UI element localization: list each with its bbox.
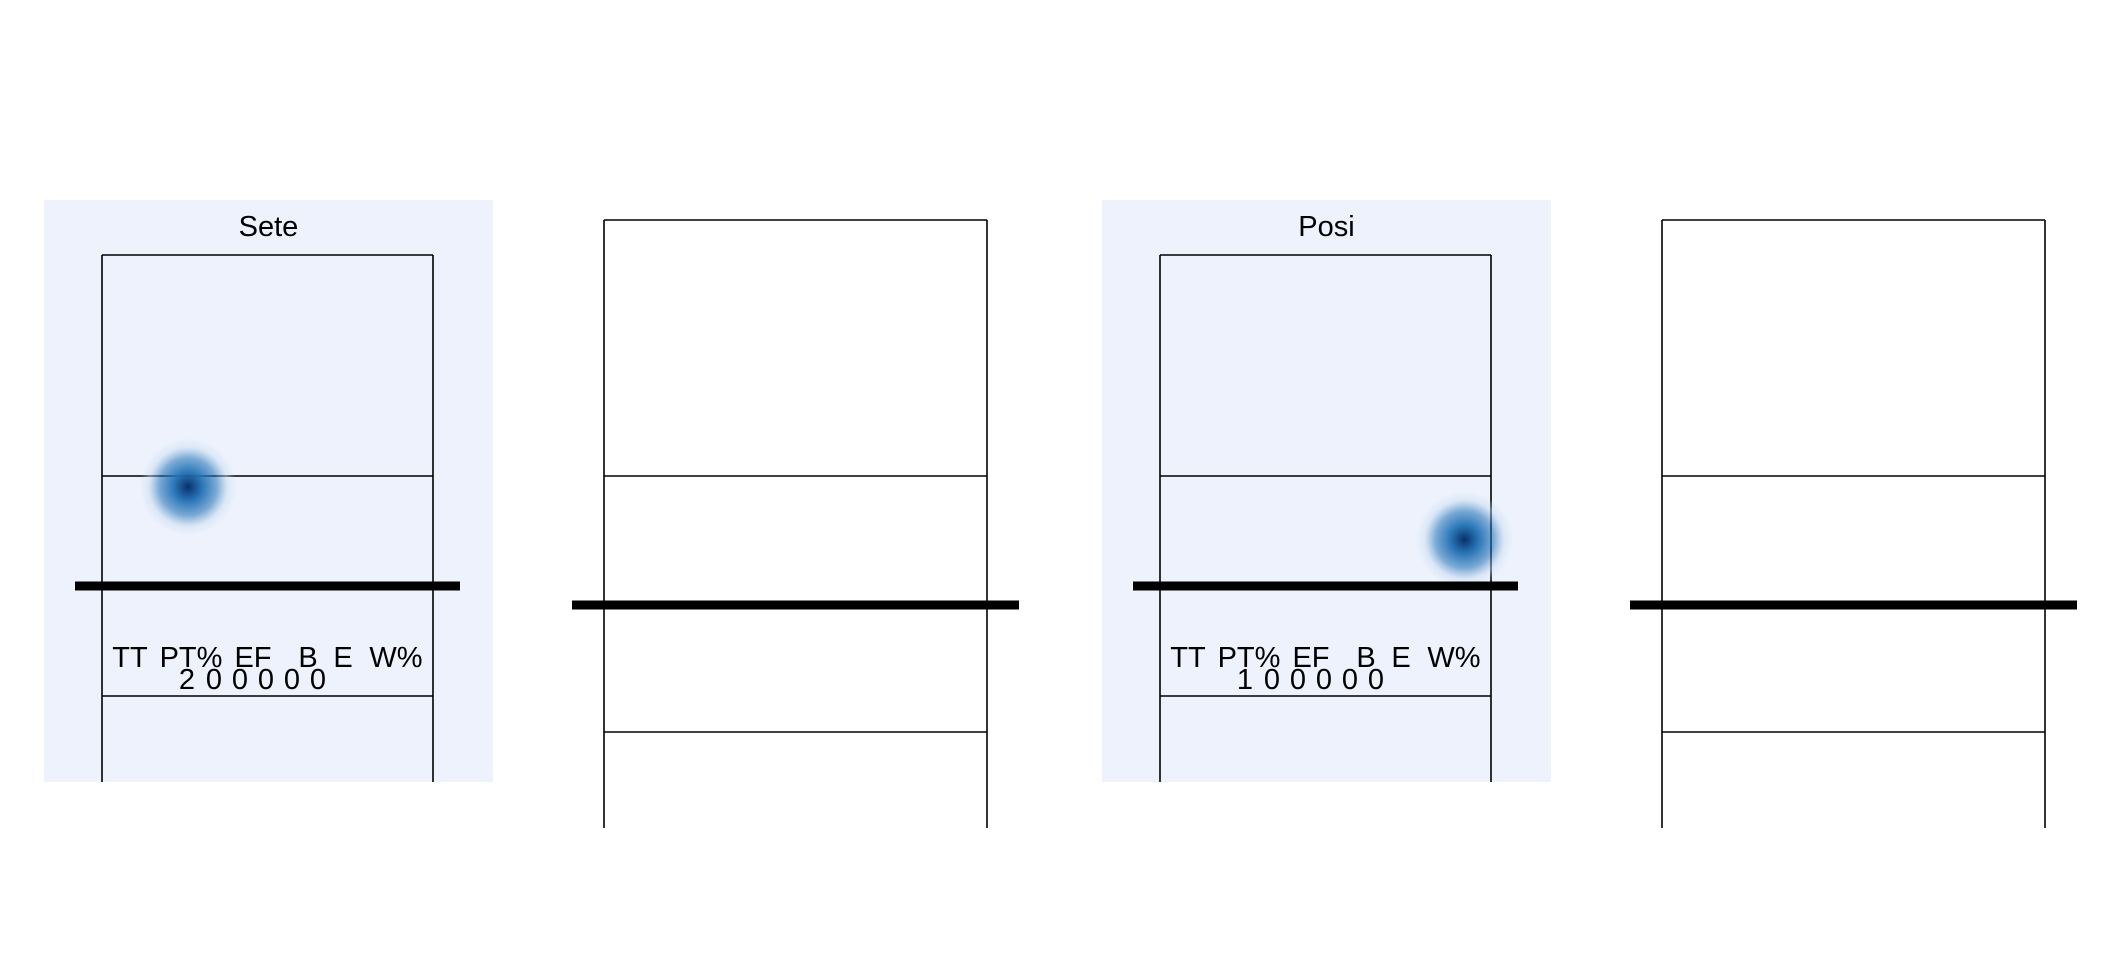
panel-background bbox=[44, 200, 493, 782]
stat-value: 1 bbox=[1237, 664, 1253, 696]
stat-value: 0 bbox=[1342, 664, 1358, 696]
density-hotspot bbox=[1416, 491, 1513, 588]
stat-header-wpct: W% bbox=[1427, 642, 1480, 674]
stat-value: 0 bbox=[258, 664, 274, 696]
stat-header-b: B bbox=[1356, 642, 1375, 674]
stat-header-tt: TT bbox=[112, 642, 148, 674]
panel-2 bbox=[572, 219, 1019, 828]
stat-value: 0 bbox=[1290, 664, 1306, 696]
stat-header-ptpct: PT% bbox=[160, 642, 223, 674]
stat-value: 0 bbox=[284, 664, 300, 696]
panel-background bbox=[1102, 200, 1551, 782]
stat-header-e: E bbox=[333, 642, 352, 674]
panel-title: Sete bbox=[239, 211, 299, 243]
stat-value: 0 bbox=[1264, 664, 1280, 696]
panel-4 bbox=[1630, 219, 2077, 828]
stat-value: 0 bbox=[206, 664, 222, 696]
stat-header-ptpct: PT% bbox=[1218, 642, 1281, 674]
stat-header-ef: EF bbox=[1292, 642, 1329, 674]
stat-header-wpct: W% bbox=[369, 642, 422, 674]
stat-header-ef: EF bbox=[234, 642, 271, 674]
stat-header-b: B bbox=[298, 642, 317, 674]
stat-header-tt: TT bbox=[1170, 642, 1206, 674]
stat-value: 0 bbox=[310, 664, 326, 696]
stat-header-e: E bbox=[1391, 642, 1410, 674]
stat-value: 0 bbox=[232, 664, 248, 696]
panel-title: Posi bbox=[1298, 211, 1354, 243]
stat-value: 0 bbox=[1368, 664, 1384, 696]
density-hotspot bbox=[139, 438, 237, 536]
stat-value: 0 bbox=[1316, 664, 1332, 696]
stat-value: 2 bbox=[179, 664, 195, 696]
